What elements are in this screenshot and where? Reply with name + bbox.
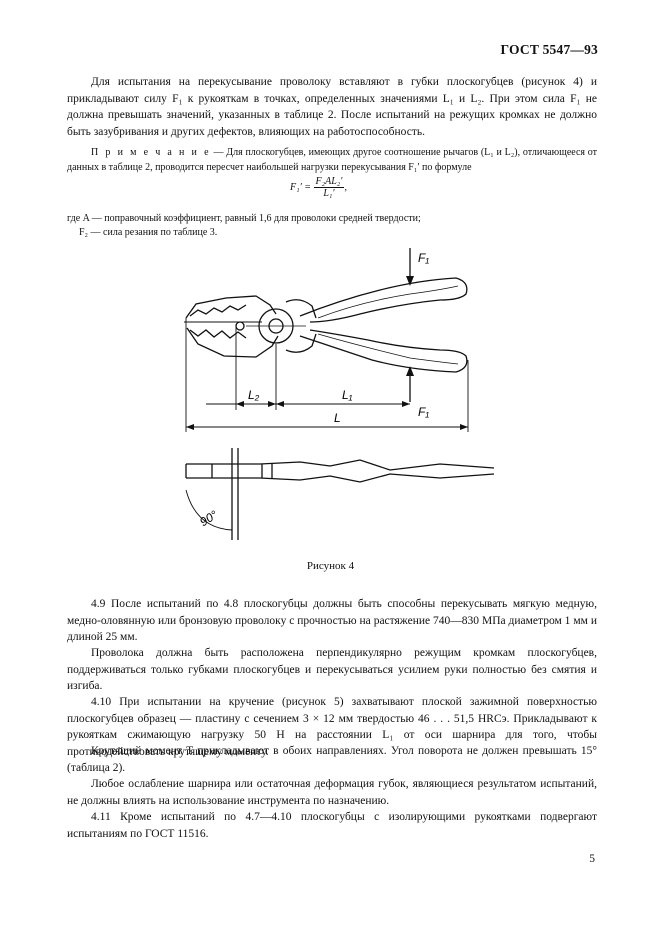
section-4-9-b: Проволока должна быть расположена перпен… — [67, 647, 597, 693]
note-text: — Для плоскогубцев, имеющих другое соотн… — [67, 147, 598, 173]
section-4-11: 4.11 Кроме испытаний по 4.7—4.10 плоског… — [67, 811, 597, 840]
label-l1: L₁ — [342, 388, 353, 402]
section-4-10-b: Крутящий момент T прикладывают в обоих н… — [67, 745, 597, 774]
note-label: П р и м е ч а н и е — [91, 147, 211, 158]
formula-end: , — [344, 181, 347, 193]
formula-numerator: F₂AL₂′ — [313, 176, 345, 188]
label-l: L — [334, 411, 341, 425]
standard-header: ГОСТ 5547—93 — [500, 42, 598, 57]
where-a: где A — поправочный коэффициент, равный … — [67, 213, 421, 224]
lower-handle — [299, 329, 468, 373]
section-4-10-a: 4.10 При испытании на кручение (рисунок … — [67, 696, 597, 758]
formula-fraction: F₂AL₂′ L₁′ — [313, 176, 345, 199]
figure-caption: Рисунок 4 — [306, 560, 355, 572]
note-paragraph: П р и м е ч а н и е — Для плоскогубцев, … — [67, 146, 597, 175]
label-l2: L₂ — [248, 388, 260, 402]
upper-handle — [299, 277, 468, 323]
label-f1-top: F₁ — [418, 251, 429, 265]
label-f1-bottom: F₁ — [418, 405, 429, 419]
intro-paragraph: Для испытания на перекусывание проволоку… — [67, 76, 597, 138]
section-4-9-a: 4.9 После испытаний по 4.8 плоскогубцы д… — [67, 598, 597, 644]
side-view-outline — [186, 459, 495, 471]
label-angle: 90° — [197, 508, 220, 530]
pliers-figure: F₁ F₁ L₂ L₁ L 90° — [184, 248, 495, 540]
formula: F₁′ = F₂AL₂′ L₁′ , — [290, 176, 347, 199]
angle-arc — [185, 489, 233, 531]
page-number: 5 — [589, 853, 595, 865]
formula-denominator: L₁′ — [323, 188, 335, 199]
where-f2: F₂ — сила резания по таблице 3. — [79, 227, 218, 238]
section-4-10-c: Любое ослабление шарнира или остаточная … — [67, 778, 597, 807]
formula-lhs: F₁′ = — [290, 181, 312, 193]
lower-jaw — [186, 327, 279, 358]
upper-jaw — [185, 295, 277, 319]
